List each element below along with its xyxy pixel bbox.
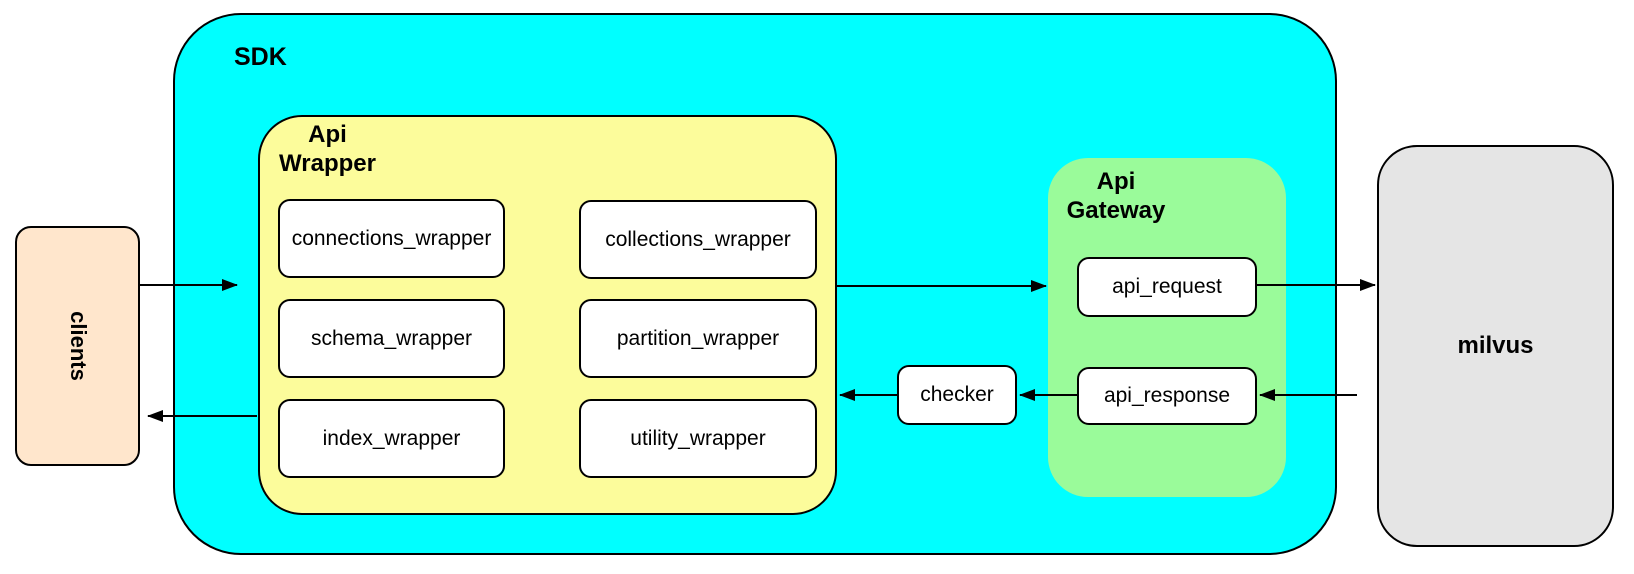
clients-label: clients xyxy=(65,311,91,381)
api-wrapper-container: Api Wrapper connections_wrapper collecti… xyxy=(258,115,837,515)
sdk-label: SDK xyxy=(234,43,287,71)
connections-wrapper-node: connections_wrapper xyxy=(278,199,505,278)
milvus-label: milvus xyxy=(1457,332,1534,359)
api-request-node: api_request xyxy=(1077,257,1257,317)
index-wrapper-node: index_wrapper xyxy=(278,399,505,478)
api-wrapper-title-line2: Wrapper xyxy=(279,150,376,177)
api-response-node: api_response xyxy=(1077,367,1257,425)
api-gateway-container: Api Gateway api_request api_response xyxy=(1048,158,1286,497)
partition-wrapper-node: partition_wrapper xyxy=(579,299,817,378)
api-gateway-title: Api Gateway xyxy=(1061,167,1171,225)
utility-wrapper-node: utility_wrapper xyxy=(579,399,817,478)
collections-wrapper-node: collections_wrapper xyxy=(579,200,817,279)
clients-box: clients xyxy=(15,226,140,466)
milvus-box: milvus xyxy=(1377,145,1614,547)
checker-node: checker xyxy=(897,365,1017,425)
api-gateway-title-line1: Api xyxy=(1096,168,1136,195)
api-gateway-title-line2: Gateway xyxy=(1066,197,1166,224)
api-wrapper-title-line1: Api xyxy=(308,121,347,148)
api-wrapper-title: Api Wrapper xyxy=(270,120,385,178)
schema-wrapper-node: schema_wrapper xyxy=(278,299,505,378)
